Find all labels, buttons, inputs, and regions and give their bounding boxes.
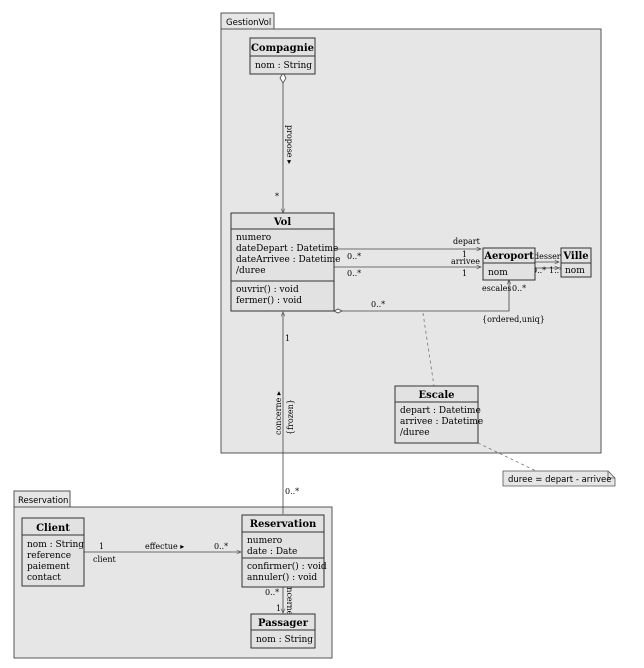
- class-client: Client nom : String reference paiement c…: [21, 517, 85, 587]
- class-client-attribute: reference: [27, 551, 71, 561]
- note-link: [477, 442, 537, 472]
- assoc-concerne-passager-mult-target: 1: [276, 604, 281, 613]
- class-vol-name: Vol: [273, 217, 292, 228]
- class-vol-attribute: numero: [236, 233, 271, 243]
- assoc-dessert-mult-target: 1..*: [549, 266, 563, 275]
- assoc-dessert: dessert 0..* 1..*: [532, 252, 565, 275]
- assoc-arrivee: arrivee 0..* 1: [334, 257, 481, 278]
- assoc-arrivee-label: arrivee: [451, 257, 480, 266]
- assoc-concerne-passager: 0..* 1 concerne: [265, 578, 294, 616]
- assoc-concerne-vol-mult-source: 0..*: [285, 487, 299, 496]
- class-vol-operation: ouvrir() : void: [236, 284, 299, 295]
- assoc-escales-mult-target: 0..*: [512, 284, 526, 293]
- class-reservation-attribute: date : Date: [247, 547, 297, 557]
- assoc-propose-label: propose ▸: [285, 125, 294, 164]
- assoc-effectue-mult-source: 1: [99, 542, 104, 551]
- assoc-concerne-passager-label: concerne: [285, 578, 294, 616]
- assoc-effectue: effectue ▸ 1 client 0..*: [84, 542, 241, 564]
- aggregation-diamond-icon: [279, 72, 287, 84]
- note-text: duree = depart - arrivee: [508, 475, 612, 485]
- class-compagnie-name: Compagnie: [251, 43, 314, 54]
- class-reservation-name: Reservation: [250, 519, 317, 530]
- assoc-effectue-mult-target: 0..*: [214, 542, 228, 551]
- class-aeroport-name: Aeroport: [483, 251, 534, 262]
- class-vol-attribute: dateArrivee : Datetime: [236, 255, 340, 265]
- assoc-escales-role: escales: [482, 284, 512, 293]
- assoc-dessert-label: dessert: [534, 252, 565, 261]
- class-client-name: Client: [36, 523, 70, 534]
- class-vol-attribute: dateDepart : Datetime: [236, 244, 338, 254]
- assoc-concerne-vol: 1 0..* concerne ▸ {frozen}: [274, 312, 299, 514]
- class-client-attribute: paiement: [27, 562, 70, 572]
- class-reservation-operation: annuler() : void: [247, 572, 317, 583]
- assoc-concerne-vol-mult-target: 1: [285, 334, 290, 343]
- assoc-concerne-vol-constraint: {frozen}: [286, 399, 295, 435]
- assoc-depart-mult-source: 0..*: [347, 252, 361, 261]
- class-client-box: [21, 517, 85, 587]
- assoc-effectue-label: effectue ▸: [145, 542, 184, 551]
- class-vol-operation: fermer() : void: [236, 295, 302, 306]
- class-escale-attribute: depart : Datetime: [400, 406, 481, 416]
- assoc-escales-line: [341, 280, 509, 312]
- assoc-arrivee-mult-source: 0..*: [347, 269, 361, 278]
- class-escale: Escale depart : Datetime arrivee : Datet…: [394, 385, 483, 444]
- note-fold-icon: [607, 471, 615, 479]
- class-passager: Passager nom : String: [250, 613, 316, 649]
- class-vol-attribute: /duree: [236, 266, 266, 276]
- class-compagnie-attribute: nom : String: [255, 61, 312, 71]
- class-passager-attribute: nom : String: [256, 635, 313, 645]
- association-class-link: [422, 312, 435, 387]
- assoc-escales: 0..* escales 0..* {ordered,uniq}: [333, 280, 545, 324]
- class-vol: Vol numero dateDepart : Datetime dateArr…: [230, 212, 340, 312]
- class-reservation-box: [241, 514, 325, 588]
- assoc-propose-mult: *: [275, 192, 279, 201]
- aggregation-diamond-icon: [333, 308, 343, 314]
- class-escale-attribute: /duree: [400, 428, 430, 438]
- class-aeroport: Aeroport nom: [482, 247, 536, 281]
- class-ville: Ville nom: [560, 247, 592, 278]
- assoc-escales-constraint: {ordered,uniq}: [482, 315, 545, 324]
- class-compagnie: Compagnie nom : String: [249, 37, 316, 75]
- assoc-dessert-mult-source: 0..*: [532, 266, 546, 275]
- class-passager-name: Passager: [258, 618, 309, 629]
- assoc-arrivee-mult-target: 1: [462, 269, 467, 278]
- assoc-depart-label: depart: [453, 237, 481, 246]
- class-reservation-operation: confirmer() : void: [247, 561, 327, 572]
- assoc-depart-mult-target: 1: [462, 250, 467, 259]
- note-duree: duree = depart - arrivee: [502, 470, 616, 487]
- assoc-concerne-passager-mult-source: 0..*: [265, 588, 279, 597]
- class-aeroport-box: [482, 247, 536, 281]
- class-escale-box: [394, 385, 479, 444]
- class-client-attribute: nom : String: [27, 540, 84, 550]
- assoc-escales-mult-source: 0..*: [371, 300, 385, 309]
- class-aeroport-attribute: nom: [488, 268, 508, 278]
- assoc-depart: depart 0..* 1: [334, 237, 481, 261]
- assoc-concerne-vol-label: concerne ▸: [274, 391, 283, 435]
- class-escale-attribute: arrivee : Datetime: [400, 417, 483, 427]
- class-reservation: Reservation numero date : Date confirmer…: [241, 514, 327, 588]
- class-passager-box: [250, 613, 316, 649]
- class-reservation-attribute: numero: [247, 536, 282, 546]
- assoc-effectue-role: client: [93, 555, 116, 564]
- class-escale-name: Escale: [419, 390, 455, 401]
- package-reservation-name: Reservation: [18, 496, 68, 506]
- assoc-propose: propose ▸ *: [275, 72, 294, 213]
- note-box: [502, 470, 616, 487]
- class-ville-name: Ville: [562, 251, 588, 262]
- package-gestionvol-name: GestionVol: [226, 18, 271, 28]
- class-client-attribute: contact: [27, 573, 61, 583]
- class-ville-attribute: nom: [565, 266, 585, 276]
